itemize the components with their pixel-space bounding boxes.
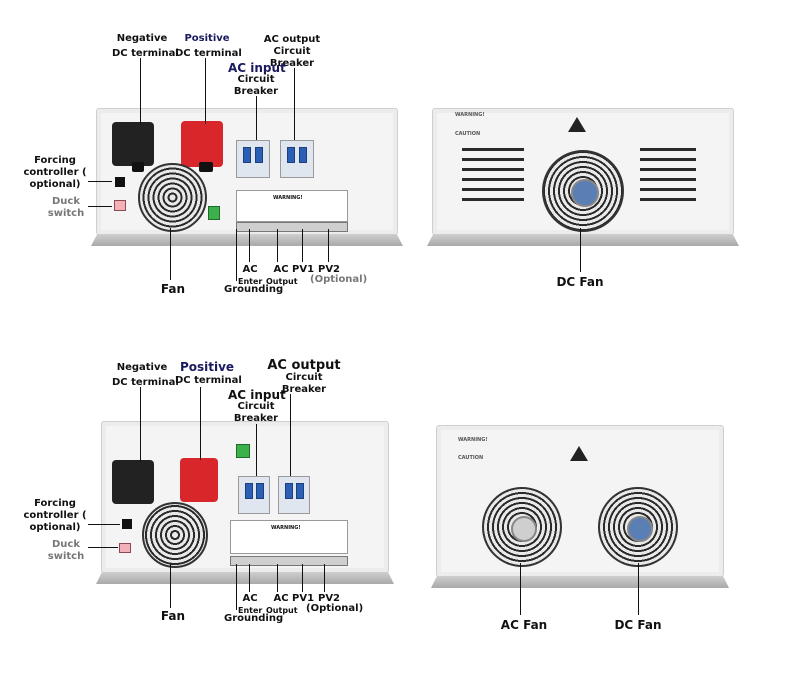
leader	[88, 181, 112, 182]
leader	[140, 58, 141, 124]
leader	[328, 229, 329, 262]
warning-card-2: WARNING!	[230, 520, 348, 554]
forcing-port-2	[122, 519, 132, 529]
leader	[140, 387, 141, 462]
leader	[249, 229, 250, 262]
leader	[88, 547, 118, 548]
leader	[294, 68, 295, 140]
leader	[277, 229, 278, 262]
fan-label: Fan	[160, 282, 186, 296]
dc-fan-label: DC Fan	[556, 275, 604, 289]
neg-cap-1	[132, 162, 144, 172]
warning-text-right: WARNING!	[455, 112, 485, 118]
ac-fan-label: AC Fan	[500, 618, 548, 632]
pv2-label: PV2	[317, 593, 341, 604]
leader	[170, 228, 171, 280]
duck-switch-2	[119, 543, 131, 553]
optional-label: (Optional)	[306, 603, 364, 614]
warning-card-1: WARNING!	[236, 190, 348, 222]
forcing-port-1	[115, 177, 125, 187]
leader	[290, 394, 291, 476]
leader	[302, 564, 303, 592]
duck-switch-1	[114, 200, 126, 211]
pos-dc-terminal-1	[181, 121, 223, 167]
warning-text: WARNING!	[273, 195, 303, 201]
panel-base	[96, 572, 394, 584]
leader	[200, 387, 201, 460]
fan-1	[138, 163, 207, 232]
leader	[236, 564, 237, 610]
leader	[249, 564, 250, 592]
green-connector-2	[236, 444, 250, 458]
pv1-label: PV1	[292, 593, 315, 604]
leader	[580, 228, 581, 272]
leader	[256, 424, 257, 476]
leader	[256, 96, 257, 140]
leader	[277, 564, 278, 592]
panel-base	[431, 576, 729, 588]
leader	[88, 524, 120, 525]
pv2-label: PV2	[317, 264, 341, 275]
leader	[638, 563, 639, 615]
pos-dc-terminal-2	[180, 458, 218, 502]
leader	[205, 58, 206, 124]
leader	[170, 564, 171, 608]
leader	[236, 229, 237, 281]
neg-dc-terminal-1	[112, 122, 154, 166]
warning-text: WARNING!	[271, 525, 301, 531]
warning-triangle-icon	[570, 446, 588, 461]
green-connector-1	[208, 206, 220, 220]
optional-label: (Optional)	[310, 274, 368, 285]
leader	[324, 564, 325, 592]
fan-label: Fan	[160, 609, 186, 623]
dc-fan-label: DC Fan	[614, 618, 662, 632]
leader	[520, 563, 521, 615]
ac-fan-right-2	[482, 487, 562, 567]
neg-dc-terminal-2	[112, 460, 154, 504]
breaker-ac-in-2[interactable]	[238, 476, 270, 514]
warning-triangle-icon	[568, 117, 586, 132]
leader	[302, 229, 303, 262]
warning-text-right: WARNING!	[458, 437, 488, 443]
dc-fan-right-2	[598, 487, 678, 567]
terminal-block-2	[230, 556, 348, 566]
grounding-label: Grounding	[224, 284, 284, 295]
panel-base	[427, 234, 739, 246]
leader	[88, 206, 112, 207]
pv1-label: PV1	[292, 264, 315, 275]
dc-fan-right-1	[542, 150, 624, 232]
pos-cap-1	[199, 162, 213, 172]
breaker-ac-out-2[interactable]	[278, 476, 310, 514]
terminal-block-1	[236, 222, 348, 232]
grounding-label: Grounding	[224, 613, 284, 624]
breaker-ac-in-1[interactable]	[236, 140, 270, 178]
caution-text-right: CAUTION	[458, 455, 484, 461]
caution-text-right: CAUTION	[455, 131, 481, 137]
breaker-ac-out-1[interactable]	[280, 140, 314, 178]
panel-base	[91, 234, 403, 246]
fan-2	[142, 502, 208, 568]
